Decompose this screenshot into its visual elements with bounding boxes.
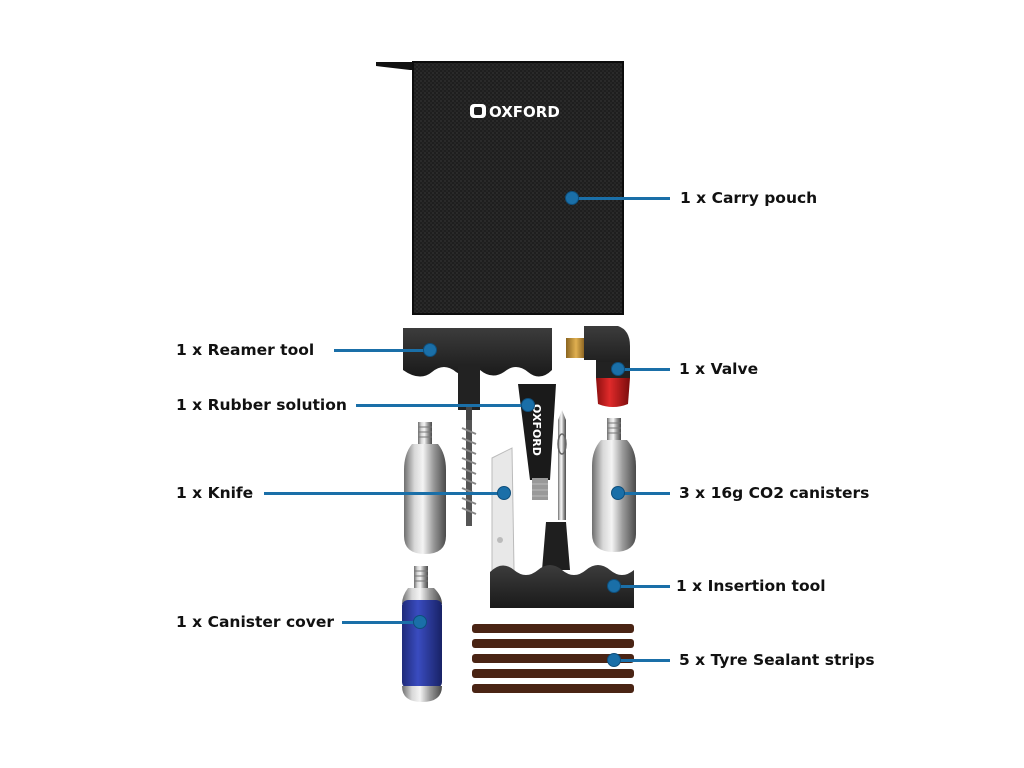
carry-pouch-dot xyxy=(565,191,579,205)
knife-image xyxy=(491,447,515,571)
insertion-tool-label: 1 x Insertion tool xyxy=(676,577,826,595)
knife-line xyxy=(264,492,504,495)
rubber-solution-line xyxy=(356,404,528,407)
reamer-tool-dot xyxy=(423,343,437,357)
sealant-strips-image xyxy=(472,624,634,693)
canister-cover-line xyxy=(342,621,420,624)
oxford-logo xyxy=(470,104,486,118)
valve-line xyxy=(618,368,670,371)
carry-pouch-line xyxy=(572,197,670,200)
insertion-needle-image xyxy=(557,410,567,520)
canister-cover-dot xyxy=(413,615,427,629)
rubber-solution-dot xyxy=(521,398,535,412)
co2-canisters-line xyxy=(618,492,670,495)
sealant-strips-dot xyxy=(607,653,621,667)
sealant-strips-line xyxy=(614,659,670,662)
sealant-strips-label: 5 x Tyre Sealant strips xyxy=(679,651,875,669)
knife-dot xyxy=(497,486,511,500)
co2-canisters-dot xyxy=(611,486,625,500)
co2-canister-left xyxy=(404,422,446,554)
carry-pouch-label: 1 x Carry pouch xyxy=(680,189,818,207)
insertion-tool-image xyxy=(490,522,634,608)
valve-dot xyxy=(611,362,625,376)
rubber-solution-label: 1 x Rubber solution xyxy=(176,396,347,414)
reamer-tool-line xyxy=(334,349,430,352)
insertion-tool-dot xyxy=(607,579,621,593)
carry-pouch-image xyxy=(376,61,624,315)
knife-label: 1 x Knife xyxy=(176,484,254,502)
valve-label: 1 x Valve xyxy=(679,360,759,378)
reamer-tool-image xyxy=(403,328,552,526)
insertion-tool-line xyxy=(614,585,670,588)
co2-canister-right xyxy=(592,418,636,552)
canister-cover-label: 1 x Canister cover xyxy=(176,613,335,631)
reamer-tool-label: 1 x Reamer tool xyxy=(176,341,315,359)
canister-cover-image xyxy=(402,566,442,702)
co2-canisters-label: 3 x 16g CO2 canisters xyxy=(679,484,870,502)
